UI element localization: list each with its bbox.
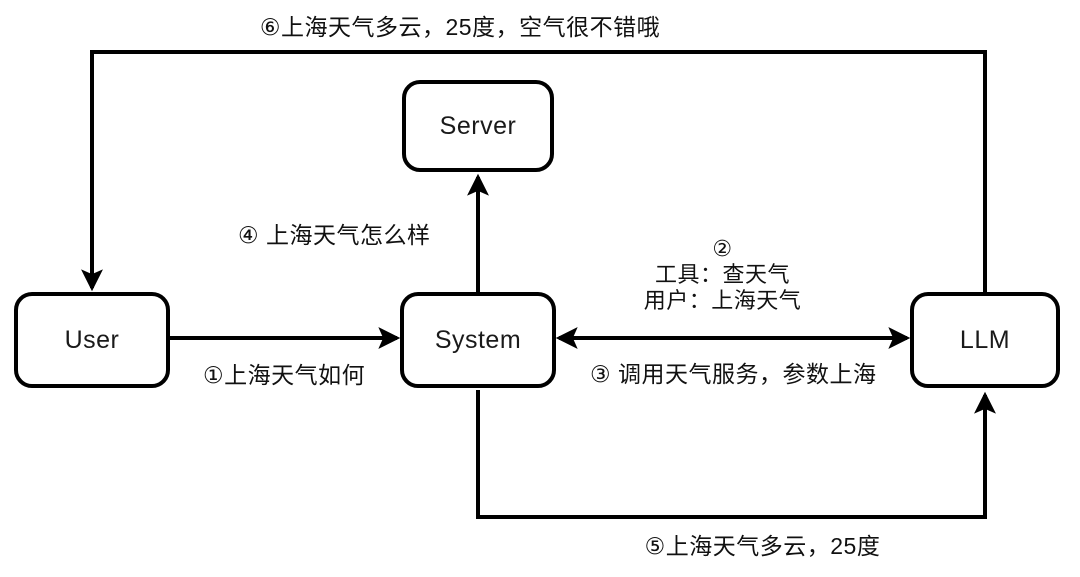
edge-label-step2-number: ② bbox=[712, 236, 733, 261]
edge-label-step3: ③ 调用天气服务，参数上海 bbox=[590, 361, 877, 387]
edge-label-step2-tool: 工具：查天气 bbox=[654, 262, 790, 287]
edge-label-step2-user: 用户：上海天气 bbox=[643, 288, 802, 313]
node-server-label: Server bbox=[439, 111, 517, 140]
edge-label-step5: ⑤上海天气多云，25度 bbox=[644, 533, 881, 559]
node-server: Server bbox=[402, 80, 554, 172]
edge-label-step2: ② 工具：查天气 用户：上海天气 bbox=[615, 236, 830, 314]
node-system: System bbox=[400, 292, 556, 388]
node-user-label: User bbox=[64, 325, 120, 354]
node-llm-label: LLM bbox=[959, 325, 1011, 354]
node-user: User bbox=[14, 292, 170, 388]
node-system-label: System bbox=[434, 325, 522, 354]
edge-label-step4: ④ 上海天气怎么样 bbox=[238, 222, 431, 248]
edge-label-step6: ⑥上海天气多云，25度，空气很不错哦 bbox=[259, 14, 661, 40]
arrow-llm-to-user-top bbox=[81, 50, 987, 292]
arrow-system-to-llm-bottom bbox=[476, 390, 996, 519]
edge-label-step1: ①上海天气如何 bbox=[203, 362, 366, 388]
node-llm: LLM bbox=[910, 292, 1060, 388]
